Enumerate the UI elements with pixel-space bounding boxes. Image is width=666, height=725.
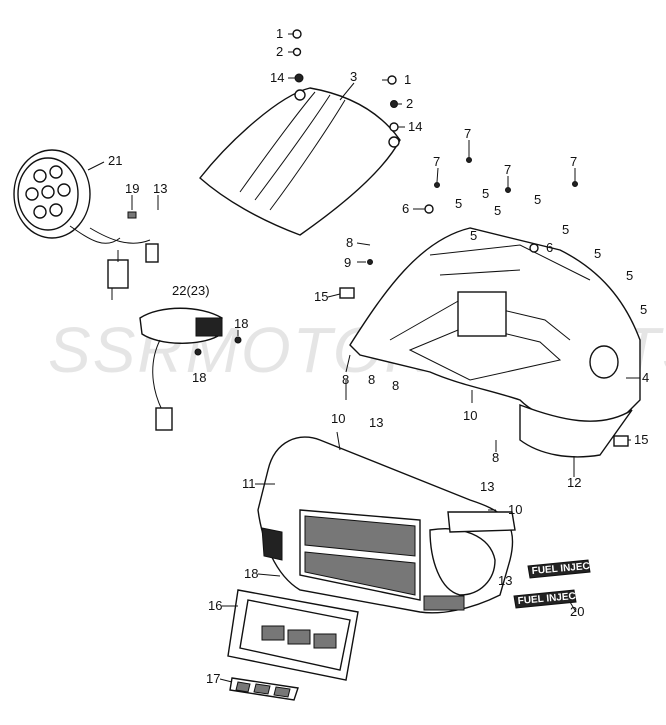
callout-14b: 14 [408, 119, 422, 134]
callout-14a: 14 [270, 70, 284, 85]
decal-text-upper: FUEL INJECTION [531, 559, 614, 577]
callout-labels: 1 2 14 3 1 2 14 21 19 13 7 7 7 7 6 5 5 5… [108, 26, 649, 686]
callout-8d: 8 [392, 378, 399, 393]
callout-12: 12 [567, 475, 581, 490]
callout-19: 19 [125, 181, 139, 196]
callout-7a: 7 [433, 154, 440, 169]
callout-5c: 5 [534, 192, 541, 207]
callout-11: 11 [242, 476, 256, 491]
callout-5h: 5 [626, 268, 633, 283]
callout-2a: 2 [276, 44, 283, 59]
callout-1a: 1 [276, 26, 283, 41]
front-bumper-body [257, 436, 516, 614]
decal-text-lower: FUEL INJECTION [517, 589, 600, 607]
callout-10b: 10 [331, 411, 345, 426]
callout-2b: 2 [406, 96, 413, 111]
callout-7b: 7 [464, 126, 471, 141]
callout-20: 20 [570, 604, 584, 619]
callout-3: 3 [350, 69, 357, 84]
callout-13d: 13 [498, 573, 512, 588]
fender-fasteners [367, 157, 578, 265]
callout-6a: 6 [402, 201, 409, 216]
callout-18c: 18 [244, 566, 258, 581]
callout-8b: 8 [342, 372, 349, 387]
callout-13b: 13 [369, 415, 383, 430]
callout-18b: 18 [192, 370, 206, 385]
callout-22: 22(23) [172, 283, 210, 298]
callout-5a: 5 [455, 196, 462, 211]
callout-5i: 5 [640, 302, 647, 317]
callout-5f: 5 [562, 222, 569, 237]
callout-6b: 6 [546, 240, 553, 255]
callout-8c: 8 [368, 372, 375, 387]
leader-lines [87, 33, 640, 683]
callout-5e: 5 [470, 228, 477, 243]
callout-15b: 15 [634, 432, 648, 447]
callout-4: 4 [642, 370, 649, 385]
callout-16: 16 [208, 598, 222, 613]
callout-18a: 18 [234, 316, 248, 331]
callout-8a: 8 [346, 235, 353, 250]
callout-21: 21 [108, 153, 122, 168]
callout-5g: 5 [594, 246, 601, 261]
callout-8e: 8 [492, 450, 499, 465]
callout-17: 17 [206, 671, 220, 686]
callout-10a: 10 [463, 408, 477, 423]
callout-7c: 7 [504, 162, 511, 177]
callout-10c: 10 [508, 502, 522, 517]
callout-9: 9 [344, 255, 351, 270]
callout-1b: 1 [404, 72, 411, 87]
hood-cover [199, 87, 401, 236]
grille-insert [227, 589, 359, 681]
callout-13a: 13 [153, 181, 167, 196]
headlight-assembly [13, 149, 159, 300]
emblem-badge [229, 677, 299, 701]
callout-5d: 5 [494, 203, 501, 218]
callout-5b: 5 [482, 186, 489, 201]
callout-13c: 13 [480, 479, 494, 494]
callout-15a: 15 [314, 289, 328, 304]
fuel-injection-decals: FUEL INJECTION FUEL INJECTION [513, 559, 614, 609]
wiring-harness [139, 307, 242, 431]
front-fender-body [339, 227, 641, 458]
callout-7d: 7 [570, 154, 577, 169]
